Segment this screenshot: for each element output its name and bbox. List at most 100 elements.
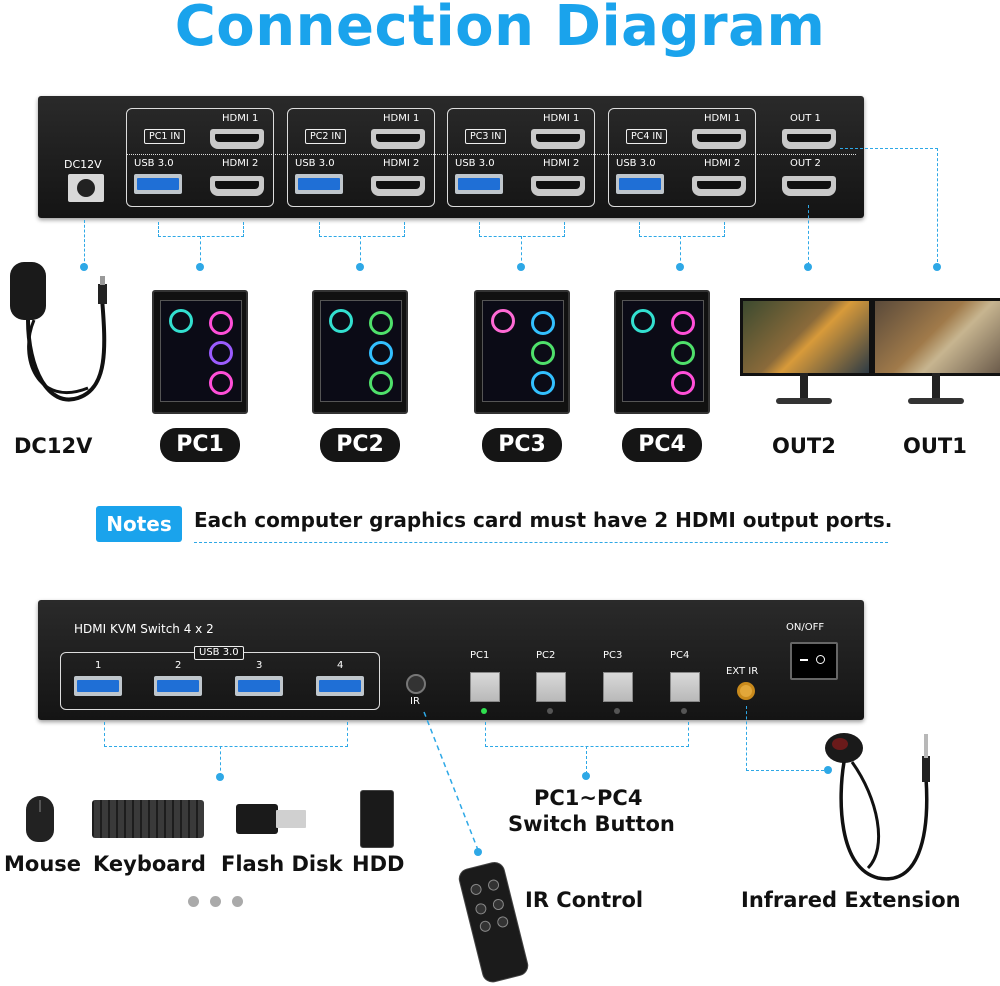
pc4-hdmi2-port xyxy=(692,176,746,196)
out1-connector-line xyxy=(840,148,938,267)
ext-ir-connector-dot xyxy=(824,766,832,774)
pc2-input-group xyxy=(287,108,435,207)
ext-ir-label: EXT IR xyxy=(726,666,759,677)
pc4-hdmi2-label: HDMI 2 xyxy=(704,158,741,169)
pc4-bracket xyxy=(639,222,725,237)
keyboard-label: Keyboard xyxy=(93,852,206,876)
out2-connector-dot xyxy=(804,263,812,271)
out1-hdmi-port xyxy=(782,129,836,149)
pc3-hdmi2-label: HDMI 2 xyxy=(543,158,580,169)
pc2-usb-port xyxy=(295,174,343,194)
out2-label: OUT 2 xyxy=(790,158,821,169)
power-label: DC12V xyxy=(14,434,93,458)
pc1-hdmi2-port xyxy=(210,176,264,196)
pc2-button-label: PC2 xyxy=(536,650,556,661)
pc4-label: PC4 xyxy=(622,428,702,462)
infrared-extension-cable-icon xyxy=(818,728,948,888)
pc4-switch-button[interactable] xyxy=(670,672,700,702)
out1-connector-dot xyxy=(933,263,941,271)
pc2-switch-button[interactable] xyxy=(536,672,566,702)
pc2-usb-label: USB 3.0 xyxy=(295,158,335,169)
usb-port-1-label: 1 xyxy=(95,660,102,671)
front-usb-port-3 xyxy=(235,676,283,696)
pc1-label: PC1 xyxy=(160,428,240,462)
pc2-tower xyxy=(312,290,408,414)
power-switch-label: ON/OFF xyxy=(786,622,825,633)
port-divider xyxy=(126,154,856,155)
pc3-connector-dot xyxy=(517,263,525,271)
pc3-bracket xyxy=(479,222,565,237)
pc2-hdmi2-port xyxy=(371,176,425,196)
pc4-tower xyxy=(614,290,710,414)
pc4-usb-port xyxy=(616,174,664,194)
pc3-hdmi1-label: HDMI 1 xyxy=(543,113,580,124)
pc4-hdmi1-port xyxy=(692,129,746,149)
pc3-hdmi2-port xyxy=(531,176,585,196)
pc3-input-group xyxy=(447,108,595,207)
mouse-label: Mouse xyxy=(4,852,82,876)
model-label: HDMI KVM Switch 4 x 2 xyxy=(74,622,214,636)
buttons-bracket xyxy=(485,722,689,747)
flash-disk-label: Flash Disk xyxy=(221,852,343,876)
pc2-connector-line xyxy=(360,236,361,266)
more-peripherals-icon xyxy=(188,896,248,908)
dc-input-label: DC12V xyxy=(64,158,102,171)
ir-sensor-label: IR xyxy=(410,696,420,707)
pc3-connector-line xyxy=(521,236,522,266)
pc4-usb-label: USB 3.0 xyxy=(616,158,656,169)
switch-button-caption-line1: PC1~PC4 xyxy=(534,786,643,810)
dc-connector-line xyxy=(84,220,85,266)
kvm-front-panel: HDMI KVM Switch 4 x 2 USB 3.0 1 2 3 4 IR… xyxy=(38,600,864,720)
pc4-connector-line xyxy=(680,236,681,266)
flash-disk-icon xyxy=(236,804,306,834)
front-usb-port-1 xyxy=(74,676,122,696)
ir-remote-icon xyxy=(458,860,529,983)
pc4-button-label: PC4 xyxy=(670,650,690,661)
pc4-input-group xyxy=(608,108,756,207)
switch-button-caption-line2: Switch Button xyxy=(508,812,675,836)
pc1-usb-label: USB 3.0 xyxy=(134,158,174,169)
power-switch[interactable] xyxy=(790,642,838,680)
usb-connector-dot xyxy=(216,773,224,781)
pc1-button-label: PC1 xyxy=(470,650,490,661)
dc-connector-dot xyxy=(80,263,88,271)
pc3-switch-button[interactable] xyxy=(603,672,633,702)
ext-ir-jack xyxy=(737,682,755,700)
hdd-label: HDD xyxy=(352,852,405,876)
pc2-connector-dot xyxy=(356,263,364,271)
out2-monitor-stand xyxy=(800,373,808,399)
ext-ir-connector-line xyxy=(746,706,829,771)
out1-label: OUT 1 xyxy=(790,113,821,124)
notes-badge: Notes xyxy=(96,506,182,542)
hdd-icon xyxy=(360,790,394,848)
pc2-hdmi1-port xyxy=(371,129,425,149)
ir-connector-line xyxy=(423,711,482,856)
power-adapter-icon xyxy=(8,258,112,418)
out1-output-label: OUT1 xyxy=(903,434,967,458)
pc3-usb-port xyxy=(455,174,503,194)
ir-control-label: IR Control xyxy=(525,888,644,912)
ir-sensor xyxy=(406,674,426,694)
pc1-switch-button[interactable] xyxy=(470,672,500,702)
buttons-connector-line xyxy=(586,746,587,774)
mouse-icon xyxy=(26,796,54,842)
pc1-connector-line xyxy=(200,236,201,266)
pc3-usb-label: USB 3.0 xyxy=(455,158,495,169)
page-title: Connection Diagram xyxy=(174,0,826,59)
usb-bracket xyxy=(104,722,348,747)
out2-connector-line xyxy=(808,205,809,265)
kvm-back-panel: DC12V PC1 IN HDMI 1 USB 3.0 HDMI 2 PC2 I… xyxy=(38,96,864,218)
usb-port-2-label: 2 xyxy=(175,660,182,671)
pc3-button-label: PC3 xyxy=(603,650,623,661)
front-usb-port-4 xyxy=(316,676,364,696)
pc4-hdmi1-label: HDMI 1 xyxy=(704,113,741,124)
pc1-connector-dot xyxy=(196,263,204,271)
out2-output-label: OUT2 xyxy=(772,434,836,458)
pc2-led xyxy=(547,708,553,714)
out2-monitor xyxy=(740,298,872,376)
pc2-bracket xyxy=(319,222,405,237)
out1-monitor xyxy=(872,298,1000,376)
usb-port-4-label: 4 xyxy=(337,660,344,671)
pc1-usb-port xyxy=(134,174,182,194)
front-usb-port-2 xyxy=(154,676,202,696)
